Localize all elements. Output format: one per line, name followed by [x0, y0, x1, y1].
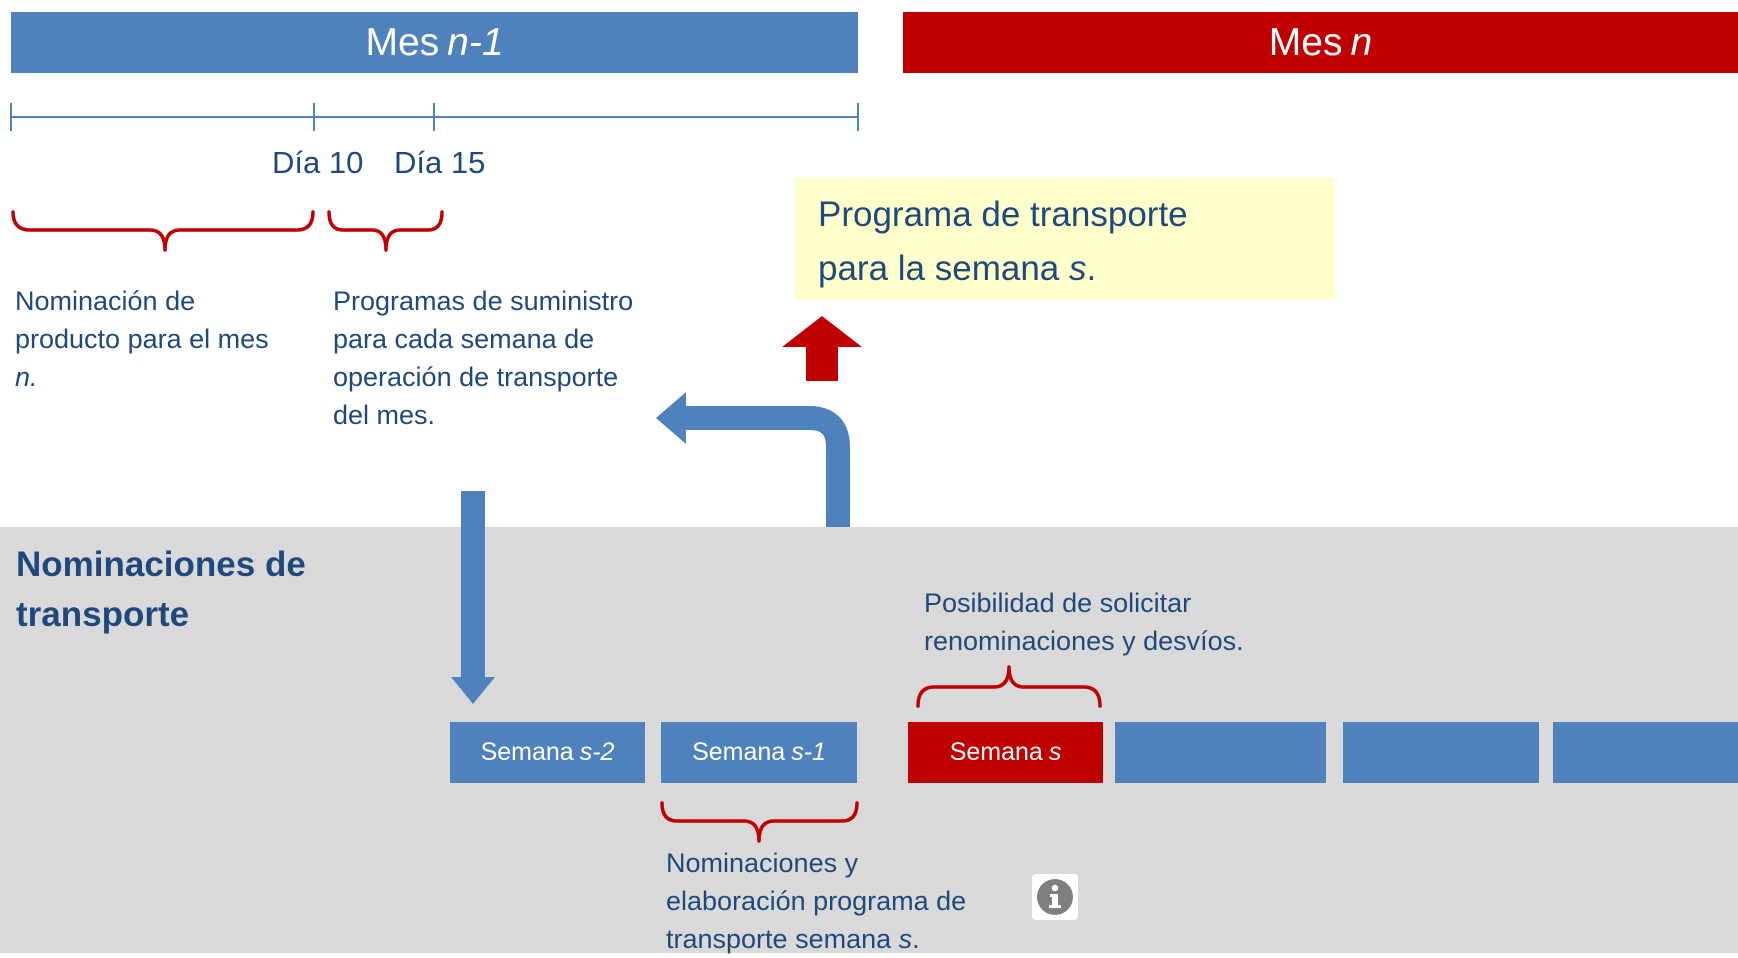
- week-s-minus-1-label: Semana: [692, 738, 786, 766]
- red-up-arrow: [782, 316, 862, 381]
- product-nomination-line1: Nominación de: [15, 286, 196, 316]
- week-block-empty: [1343, 722, 1539, 783]
- product-nomination-text: Nominación de producto para el mes n.: [15, 282, 269, 396]
- nomination-note-text: Nominaciones y elaboración programa de t…: [666, 844, 966, 958]
- week-block-empty: [1115, 722, 1326, 783]
- brace-supply-programs: [327, 210, 444, 252]
- month-prev-header: Mes n-1: [11, 12, 858, 73]
- supply-programs-line4: del mes.: [333, 400, 436, 430]
- brace-product-nomination: [11, 210, 315, 252]
- supply-programs-line1: Programas de suministro: [333, 286, 634, 316]
- blue-elbow-arrow: [682, 406, 850, 708]
- nomination-note-line1: Nominaciones y: [666, 848, 859, 878]
- product-nomination-line2: producto para el mes: [15, 324, 269, 354]
- brace-nomination-week: [660, 801, 859, 843]
- supply-programs-line3: operación de transporte: [333, 362, 619, 392]
- info-circle-icon: [1037, 879, 1073, 915]
- nomination-note-line3-end: .: [912, 924, 920, 954]
- product-nomination-var: n.: [15, 362, 38, 392]
- transport-program-line1: Programa de transporte: [818, 195, 1188, 234]
- renomination-text: Posibilidad de solicitar renominaciones …: [924, 584, 1244, 660]
- transport-program-var: s: [1069, 249, 1087, 288]
- week-s-minus-1-var: s-1: [791, 738, 826, 766]
- section-title-line2: transporte: [16, 595, 190, 634]
- week-s-label: Semana: [949, 738, 1043, 766]
- week-s-minus-2-var: s-2: [579, 738, 615, 766]
- timeline-day15-label: Día 15: [394, 145, 486, 180]
- transport-program-text: Programa de transporte para la semana s.: [818, 188, 1188, 296]
- supply-programs-text: Programas de suministro para cada semana…: [333, 282, 633, 434]
- month-current-suffix: n: [1350, 20, 1373, 64]
- brace-renomination: [916, 665, 1102, 708]
- month-prev-label: Mes: [365, 20, 440, 64]
- transport-program-line2: para la semana s.: [818, 242, 1188, 296]
- transport-program-line2-prefix: para la semana: [818, 249, 1060, 288]
- timeline-axis: [10, 103, 859, 131]
- info-button[interactable]: [1032, 874, 1078, 920]
- week-s-var: s: [1048, 738, 1062, 766]
- month-prev-suffix: n-1: [447, 20, 504, 64]
- renomination-line1: Posibilidad de solicitar: [924, 588, 1192, 618]
- section-title: Nominaciones de transporte: [16, 540, 306, 640]
- nomination-note-line3: transporte semana s.: [666, 920, 966, 958]
- month-current-header: Mes n: [903, 12, 1738, 73]
- renomination-line2: renominaciones y desvíos.: [924, 626, 1244, 656]
- transport-program-line2-end: .: [1086, 249, 1097, 288]
- timeline-day10-label: Día 10: [272, 145, 364, 180]
- nomination-note-var: s: [898, 924, 913, 954]
- blue-down-arrow-shaft: [461, 491, 485, 677]
- nomination-note-line3-prefix: transporte semana: [666, 924, 892, 954]
- product-nomination-line3: n.: [15, 358, 269, 396]
- month-current-label: Mes: [1268, 20, 1343, 64]
- section-title-line1: Nominaciones de: [16, 545, 306, 584]
- blue-elbow-arrowhead: [656, 392, 686, 444]
- blue-down-arrow-head: [451, 677, 495, 704]
- supply-programs-line2: para cada semana de: [333, 324, 595, 354]
- transport-program-callout: [795, 178, 1335, 300]
- week-s-minus-2-label: Semana: [480, 738, 574, 766]
- week-block-empty: [1553, 722, 1738, 783]
- nomination-note-line2: elaboración programa de: [666, 886, 967, 916]
